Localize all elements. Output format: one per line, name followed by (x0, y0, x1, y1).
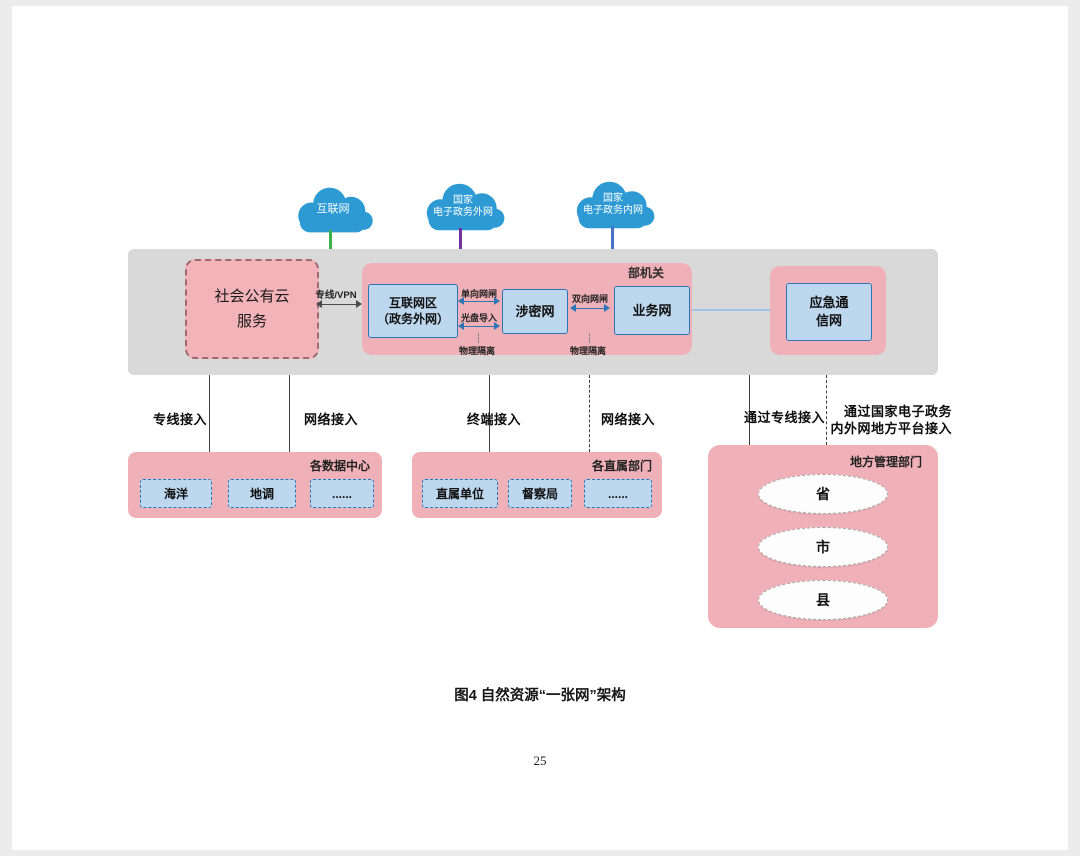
label-via-dedicated: 通过专线接入 (744, 410, 826, 425)
ministry-label: 部机关 (628, 266, 665, 280)
oneway-gateway-arrow (458, 297, 500, 306)
county-oval: 县 (758, 580, 888, 620)
cd-import-label: 光盘导入 (460, 313, 497, 323)
group-title: 各直属部门 (591, 459, 652, 473)
emergency-net-label: 信网 (815, 313, 842, 328)
group-item-geosurvey: 地调 (228, 479, 296, 508)
twoway-gateway-arrow (570, 304, 610, 313)
vpn-link-arrow (316, 300, 362, 309)
cloud-icon (426, 183, 505, 231)
cloud-label: 国家 (603, 192, 623, 204)
cloud-egov-extranet: 国家 电子政务外网 (416, 182, 510, 232)
cloud-internet: 互联网 (290, 186, 376, 234)
internet-zone-label: 互联网区 (388, 295, 437, 310)
label-terminal-access: 终端接入 (467, 412, 522, 427)
cloud-label: 互联网 (316, 203, 350, 216)
public-cloud-box: 社会公有云 服务 (185, 259, 319, 359)
label-via-platform-line2: 内外网地方平台接入 (830, 420, 952, 436)
figure-caption: 图4 自然资源“一张网”架构 (454, 688, 626, 704)
line-network-access-1 (289, 375, 290, 452)
internet-zone-label: （政务外网） (376, 312, 449, 326)
business-emergency-connector (692, 309, 770, 311)
line-network-access-2 (589, 375, 590, 452)
label-network-access-1: 网络接入 (304, 412, 359, 427)
extranet-stem-connector (459, 228, 462, 250)
oneway-gateway-label: 单向网闸 (460, 289, 497, 299)
line-dedicated-access (209, 375, 210, 452)
emergency-net-inner: 应急通 信网 (786, 283, 872, 341)
label-via-platform-line1: 通过国家电子政务 (843, 404, 952, 419)
classified-net-box: 涉密网 (502, 289, 568, 334)
cloud-egov-intranet: 国家 电子政务内网 (566, 180, 660, 230)
cloud-label: 国家 (453, 194, 473, 206)
business-net-box: 业务网 (614, 286, 690, 335)
line-terminal-access (489, 375, 490, 452)
classified-net-label: 涉密网 (515, 303, 555, 319)
line-via-dedicated (749, 375, 750, 445)
isolation-divider (589, 333, 590, 343)
physical-isolation-right-label: 物理隔离 (569, 346, 606, 356)
label-via-platform: 通过国家电子政务 内外网地方平台接入 (826, 404, 952, 438)
group-title: 各数据中心 (309, 459, 370, 473)
emergency-net-label: 应急通 (809, 295, 849, 311)
group-item-direct-units: 直属单位 (422, 479, 498, 508)
data-centers-group: 各数据中心 海洋 地调 ...... (128, 452, 382, 518)
business-net-label: 业务网 (632, 302, 672, 318)
group-item-more: ...... (584, 479, 652, 508)
cd-import-arrow (458, 322, 500, 331)
internet-zone-box: 互联网区 （政务外网） (368, 284, 458, 338)
isolation-divider (478, 333, 479, 343)
cloud-label: 电子政务内网 (583, 205, 643, 216)
physical-isolation-left-label: 物理隔离 (458, 346, 495, 356)
label-dedicated-access: 专线接入 (153, 412, 208, 427)
public-cloud-label: 社会公有云 (214, 287, 290, 305)
cloud-icon (576, 181, 655, 229)
cloud-label: 电子政务外网 (433, 207, 493, 218)
city-oval: 市 (758, 527, 888, 567)
province-oval: 省 (758, 474, 888, 514)
page-number: 25 (533, 753, 547, 768)
public-cloud-label: 服务 (236, 313, 267, 330)
cloud-icon (298, 187, 373, 233)
group-item-ocean: 海洋 (140, 479, 212, 508)
line-via-platform (826, 375, 827, 445)
group-item-inspection: 督察局 (508, 479, 572, 508)
vpn-link-label: 专线/VPN (315, 290, 357, 301)
twoway-gateway-label: 双向网闸 (571, 294, 608, 304)
group-item-more: ...... (310, 479, 374, 508)
group-title: 地方管理部门 (849, 455, 922, 469)
local-admin-group: 地方管理部门 省 市 县 (708, 445, 938, 628)
internet-stem-connector (329, 230, 332, 250)
departments-group: 各直属部门 直属单位 督察局 ...... (412, 452, 662, 518)
label-network-access-2: 网络接入 (601, 412, 656, 427)
intranet-stem-connector (611, 226, 614, 250)
